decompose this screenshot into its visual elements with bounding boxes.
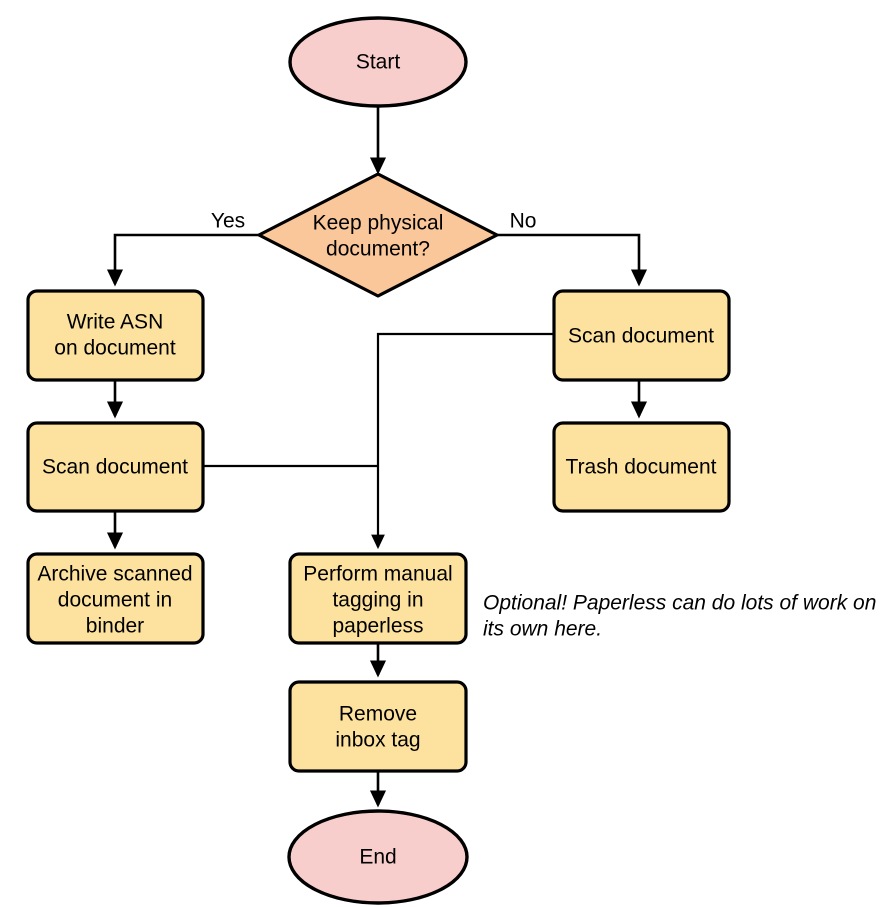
tagging-box-shape — [288, 552, 468, 645]
end-ellipse-shape — [287, 809, 469, 905]
optional-note-line1: Optional! Paperless can do lots of work … — [483, 592, 876, 615]
write-asn-label-line2: on document — [54, 337, 176, 360]
remove-inbox-tag-label-line1: Remove — [339, 703, 417, 726]
node-start[interactable]: Start — [288, 16, 468, 108]
edge-label-no: No — [510, 210, 537, 233]
trash-document-box-shape — [552, 421, 731, 513]
edge-decision-yes-to-write-asn — [106, 233, 260, 287]
tagging-label-line1: Perform manual — [303, 563, 452, 586]
edge-scan-right-to-tagging — [371, 332, 553, 550]
archive-label-line3: binder — [86, 615, 144, 638]
scan-document-right-box-shape — [552, 289, 731, 382]
edge-decision-no-to-scan-right — [496, 233, 648, 287]
remove-inbox-tag-box-shape — [288, 680, 468, 773]
trash-document-label: Trash document — [566, 456, 717, 479]
node-remove-inbox-tag[interactable]: Remove inbox tag — [288, 680, 468, 773]
start-ellipse-shape — [288, 16, 468, 108]
start-label: Start — [356, 51, 401, 74]
optional-note-line2: its own here. — [483, 618, 602, 641]
edge-label-yes: Yes — [211, 210, 245, 233]
archive-box-shape — [26, 552, 205, 645]
end-label: End — [359, 846, 396, 869]
write-asn-label-line1: Write ASN — [67, 311, 163, 334]
node-end[interactable]: End — [287, 809, 469, 905]
edge-layer — [106, 107, 648, 808]
scan-document-right-label: Scan document — [568, 325, 714, 348]
scan-document-left-box-shape — [26, 421, 205, 513]
node-scan-document-right[interactable]: Scan document — [552, 289, 731, 382]
node-trash-document[interactable]: Trash document — [552, 421, 731, 513]
node-archive-scanned-document[interactable]: Archive scanned document in binder — [26, 552, 205, 645]
scan-document-left-label: Scan document — [42, 456, 188, 479]
node-write-asn[interactable]: Write ASN on document — [26, 289, 205, 382]
node-scan-document-left[interactable]: Scan document — [26, 421, 205, 513]
write-asn-box-shape — [26, 289, 205, 382]
tagging-label-line2: tagging in — [332, 589, 423, 612]
decision-diamond-shape — [257, 172, 499, 298]
edge-label-layer: Yes No — [211, 210, 537, 233]
node-decision-keep-physical-document[interactable]: Keep physical document? — [257, 172, 499, 298]
archive-label-line2: document in — [58, 589, 172, 612]
decision-label-line1: Keep physical — [313, 212, 444, 235]
node-perform-manual-tagging[interactable]: Perform manual tagging in paperless — [288, 552, 468, 645]
decision-label-line2: document? — [326, 238, 430, 261]
remove-inbox-tag-label-line2: inbox tag — [335, 729, 420, 752]
annotation-optional-note: Optional! Paperless can do lots of work … — [483, 592, 876, 641]
archive-label-line1: Archive scanned — [37, 563, 192, 586]
tagging-label-line3: paperless — [332, 615, 423, 638]
